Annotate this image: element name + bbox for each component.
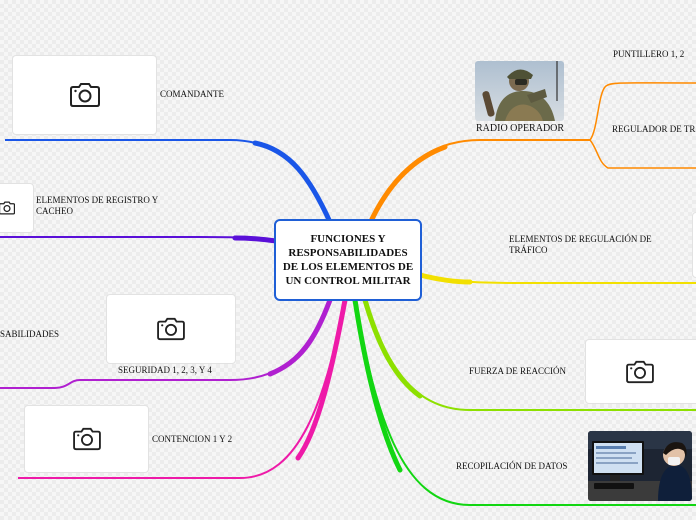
soldier-radio-photo-art <box>475 61 564 121</box>
branch-registro-thick <box>232 235 279 244</box>
branch-seguridad-thick <box>267 297 333 377</box>
branch-radio-operador-thick <box>369 144 448 222</box>
regulacion-image-placeholder[interactable] <box>692 212 696 278</box>
branch-comandante-thick <box>252 140 333 225</box>
branch-contencion-thick <box>295 297 348 461</box>
branch-fuerza-thick <box>362 297 423 399</box>
comandante-image-placeholder[interactable] <box>12 55 157 135</box>
branch-regulacion-thick <box>417 272 473 285</box>
branch-recopilacion-thick <box>352 297 403 473</box>
topic-comandante[interactable]: COMANDANTE <box>160 89 224 99</box>
central-topic-label: FUNCIONES Y RESPONSABILIDADES DE LOS ELE… <box>282 233 414 287</box>
topic-registro-cacheo[interactable]: ELEMENTOS DE REGISTRO Y CACHEO <box>36 195 158 216</box>
central-topic[interactable]: FUNCIONES Y RESPONSABILIDADES DE LOS ELE… <box>274 219 422 301</box>
topic-regulador[interactable]: REGULADOR DE TR <box>612 124 696 134</box>
registro-image-placeholder[interactable] <box>0 183 34 233</box>
topic-seguridad[interactable]: SEGURIDAD 1, 2, 3, Y 4 <box>118 365 212 375</box>
topic-puntillero[interactable]: PUNTILLERO 1, 2 <box>613 49 685 59</box>
contencion-image-placeholder[interactable] <box>24 405 149 473</box>
topic-radio-operador[interactable]: RADIO OPERADOR <box>476 123 565 134</box>
topic-fuerza-reaccion[interactable]: FUERZA DE REACCIÓN <box>469 366 567 376</box>
camera-icon <box>69 83 100 107</box>
camera-icon <box>157 317 185 341</box>
computer-operator-photo-art <box>588 431 692 501</box>
topic-responsabilidades[interactable]: SABILIDADES <box>0 329 60 339</box>
topic-regulacion-trafico[interactable]: ELEMENTOS DE REGULACIÓN DE TRÁFICO <box>509 234 652 255</box>
branch-radio-sub-1 <box>589 82 696 141</box>
camera-icon <box>72 427 101 451</box>
camera-icon <box>626 360 654 383</box>
topic-recopilacion-datos[interactable]: RECOPILACIÓN DE DATOS <box>456 461 568 471</box>
branch-radio-operador <box>371 139 590 220</box>
computer-operator-photo[interactable] <box>588 431 692 501</box>
soldier-radio-photo[interactable] <box>475 61 564 121</box>
branch-radio-sub-2 <box>589 139 696 169</box>
seguridad-image-placeholder[interactable] <box>106 294 236 364</box>
fuerza-image-placeholder[interactable] <box>585 339 696 404</box>
camera-icon <box>0 201 15 215</box>
topic-contencion[interactable]: CONTENCION 1 Y 2 <box>152 434 233 444</box>
